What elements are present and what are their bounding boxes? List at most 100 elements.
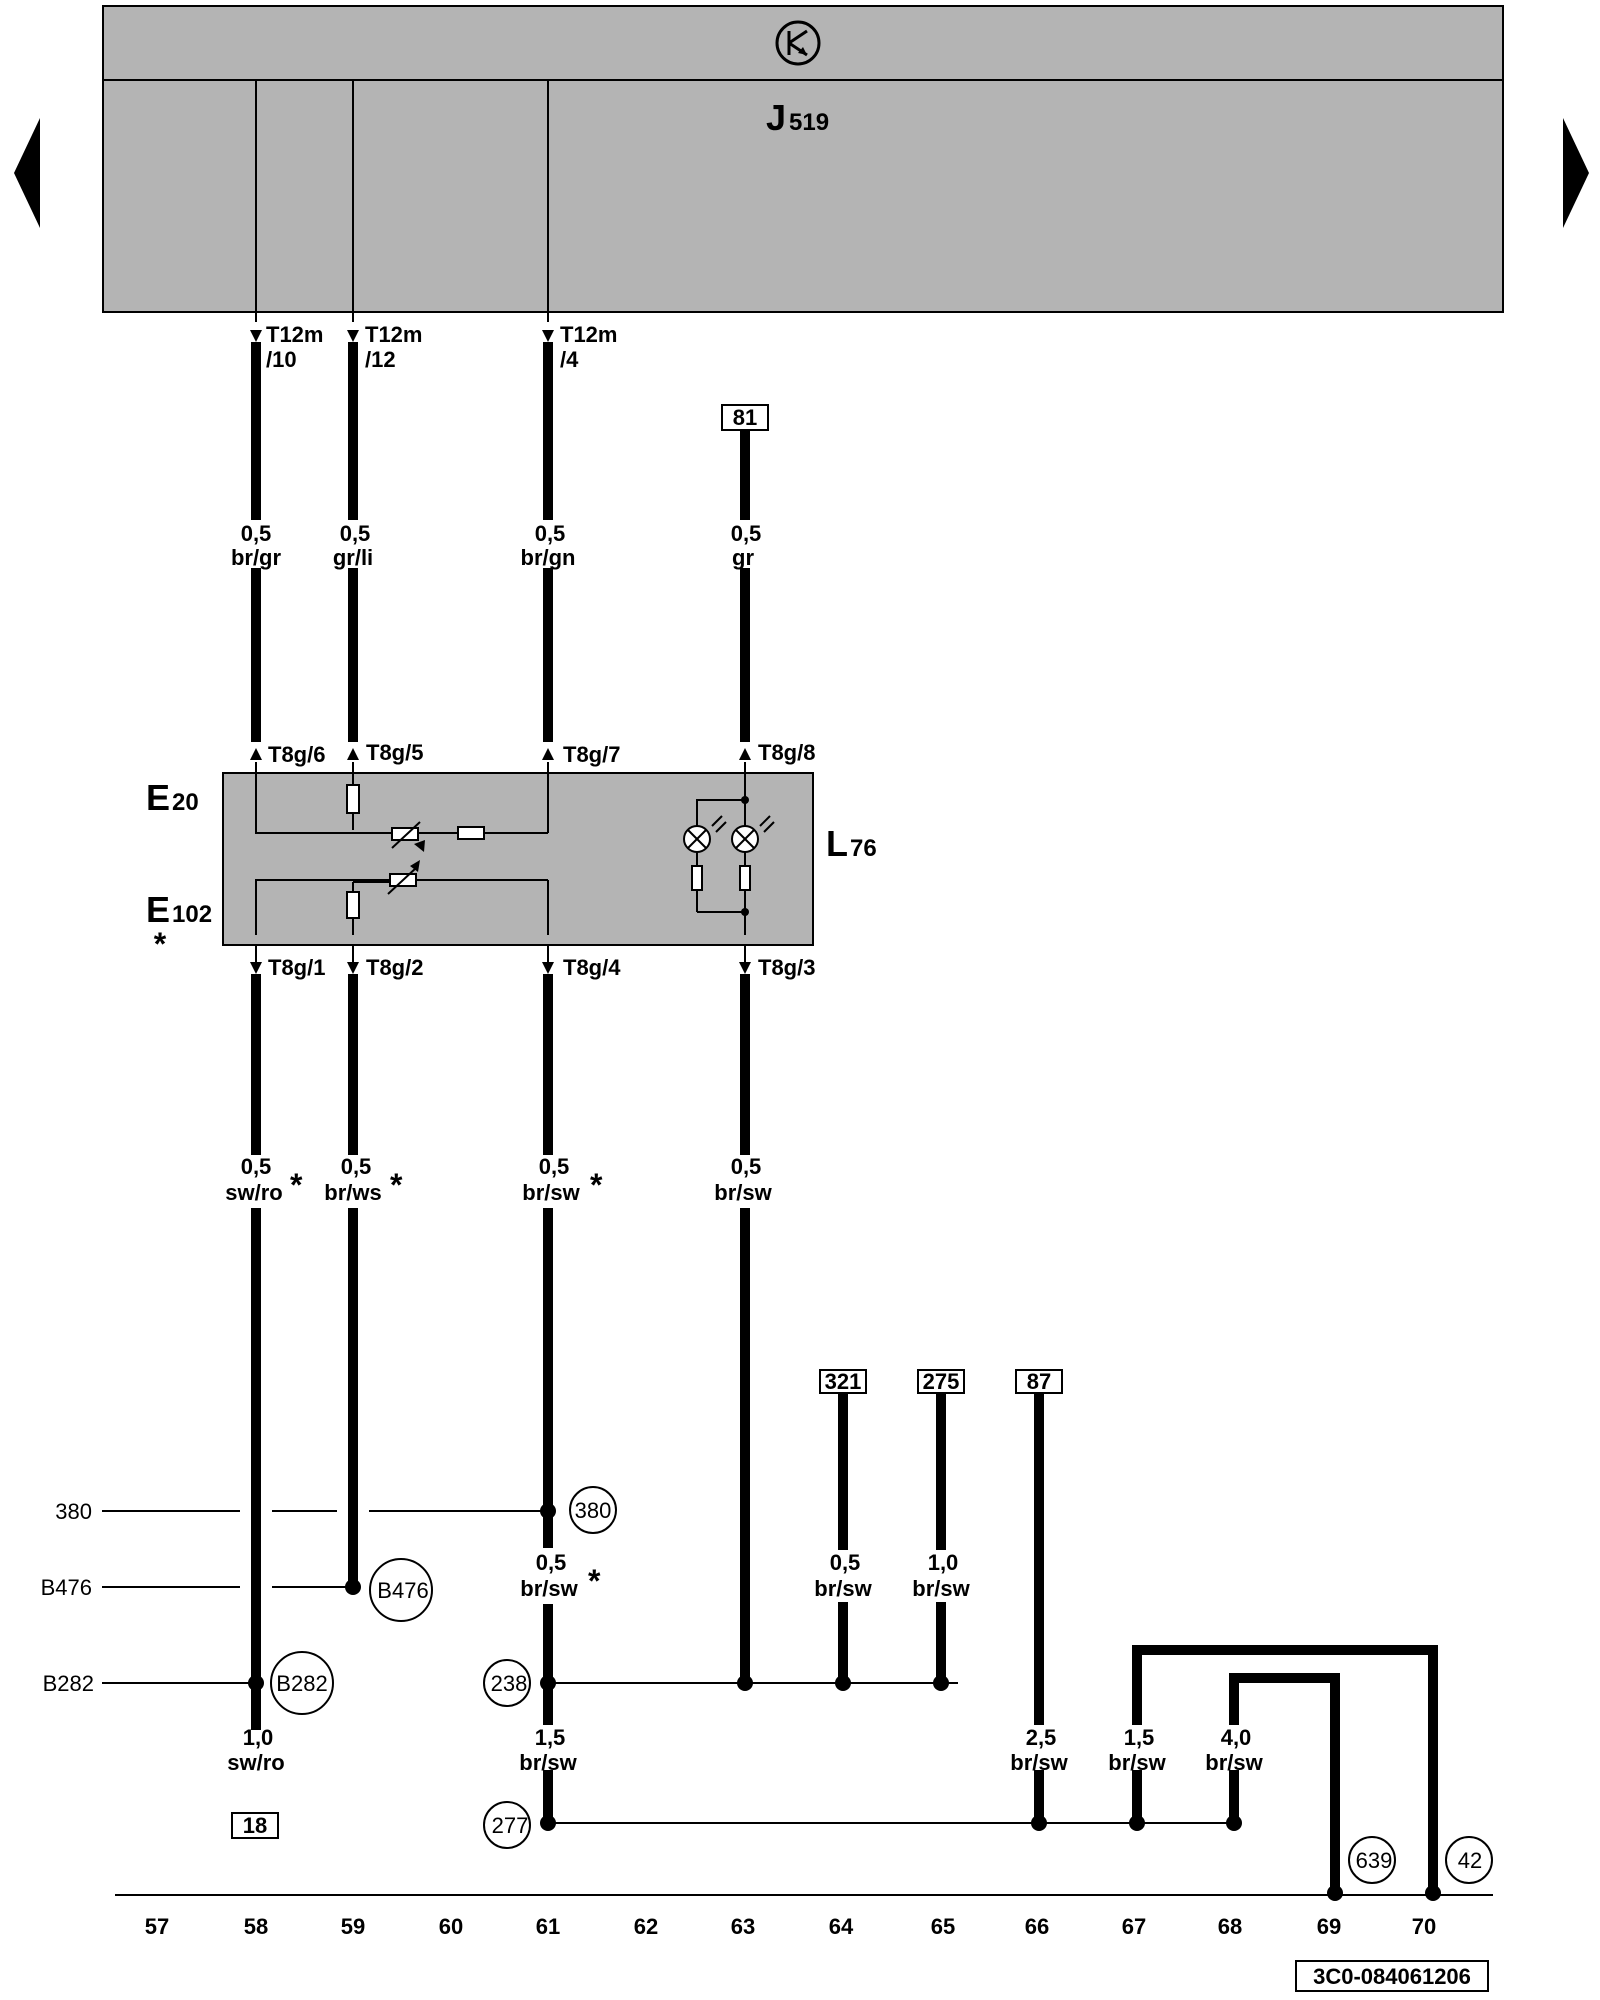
wire-mark: * xyxy=(290,1167,303,1203)
wire-size: 0,5 xyxy=(536,1550,567,1575)
wire-size: 2,5 xyxy=(1026,1725,1057,1750)
row-labels: 380 B476 B282 xyxy=(41,1499,94,1696)
wire-size: 1,5 xyxy=(1124,1725,1155,1750)
svg-text:B476: B476 xyxy=(377,1578,428,1603)
ref-box-18: 18 xyxy=(231,1812,279,1839)
triangle-right-icon[interactable] xyxy=(1563,118,1589,228)
pin-label: T12m xyxy=(365,322,422,347)
bulb-icon xyxy=(731,815,775,853)
upper-wires xyxy=(251,342,750,742)
wire-size: 4,0 xyxy=(1221,1725,1252,1750)
switch-bottom-arrows xyxy=(250,962,751,974)
potentiometer-icon xyxy=(387,860,420,895)
pin-label: T8g/8 xyxy=(758,740,815,765)
connection-circle-42[interactable]: 42 xyxy=(1445,1836,1493,1884)
pin-label: T8g/3 xyxy=(758,955,815,980)
pin-label: T8g/4 xyxy=(563,955,621,980)
wire-color: br/sw xyxy=(1205,1750,1263,1775)
connection-circle-277[interactable]: 277 xyxy=(483,1801,531,1849)
column-number: 65 xyxy=(931,1914,955,1939)
upper-wire-labels: 0,5 br/gr 0,5 gr/li 0,5 br/gn 0,5 gr xyxy=(231,521,761,570)
resistor-icon xyxy=(457,826,485,840)
column-number: 70 xyxy=(1412,1914,1436,1939)
component-l76-label: L76 xyxy=(826,823,877,864)
wire-color: gr/li xyxy=(333,545,373,570)
ref-box-275: 275 xyxy=(917,1369,965,1394)
wire-color: br/gn xyxy=(521,545,576,570)
switch-bottom-pins: T8g/1 T8g/2 T8g/4 T8g/3 xyxy=(268,955,815,980)
component-e102-mark: * xyxy=(154,926,167,962)
svg-text:380: 380 xyxy=(575,1498,612,1523)
wire-size: 1,0 xyxy=(243,1725,274,1750)
switch-bottom-leads xyxy=(255,945,746,964)
pin-label: T12m xyxy=(560,322,617,347)
ground-wire-labels: 0,5 br/sw * 0,5 br/sw 1,0 br/sw 1,0 sw/r… xyxy=(227,1550,1263,1775)
row-label: B282 xyxy=(43,1671,94,1696)
column-numbers: 57 58 59 60 61 62 63 64 65 66 67 68 69 7… xyxy=(145,1914,1436,1939)
wire-color: br/gr xyxy=(231,545,282,570)
pin-label: T12m xyxy=(266,322,323,347)
ref-box-321: 321 xyxy=(819,1369,867,1394)
svg-text:321: 321 xyxy=(825,1369,862,1394)
bulb-icon xyxy=(683,815,727,853)
column-number: 59 xyxy=(341,1914,365,1939)
wire-size: 0,5 xyxy=(731,1154,762,1179)
component-e102-label: E102 xyxy=(146,889,212,930)
pin-label: /12 xyxy=(365,347,396,372)
connection-circle-238[interactable]: 238 xyxy=(483,1659,531,1707)
component-e20-label: E20 xyxy=(146,777,199,818)
connection-circle-639[interactable]: 639 xyxy=(1348,1836,1396,1884)
lower-wires xyxy=(251,974,1438,1893)
junction-dots xyxy=(248,1503,1441,1901)
svg-text:87: 87 xyxy=(1027,1369,1051,1394)
wire-size: 0,5 xyxy=(539,1154,570,1179)
resistor-icon xyxy=(346,784,360,814)
wire-size: 1,0 xyxy=(928,1550,959,1575)
wire-color: br/ws xyxy=(324,1180,381,1205)
wire-size: 0,5 xyxy=(340,521,371,546)
svg-text:277: 277 xyxy=(492,1813,529,1838)
column-number: 66 xyxy=(1025,1914,1049,1939)
document-code: 3C0-084061206 xyxy=(1295,1960,1489,1992)
column-number: 69 xyxy=(1317,1914,1341,1939)
row-label: 380 xyxy=(55,1499,92,1524)
pin-label: T8g/2 xyxy=(366,955,423,980)
svg-text:639: 639 xyxy=(1356,1848,1393,1873)
resistor-icon xyxy=(691,865,703,891)
switch-top-pins: T8g/6 T8g/5 T8g/7 T8g/8 xyxy=(268,740,815,767)
pin-label: T8g/6 xyxy=(268,742,325,767)
wire-mark: * xyxy=(390,1167,403,1203)
ref-box-81: 81 xyxy=(721,404,769,431)
connection-circle-b282[interactable]: B282 xyxy=(270,1651,334,1715)
pin-label: T8g/5 xyxy=(366,740,423,765)
pin-label: T8g/7 xyxy=(563,742,620,767)
lower-wire-labels: 0,5 sw/ro * 0,5 br/ws * 0,5 br/sw * 0,5 … xyxy=(225,1154,772,1205)
connection-circle-380[interactable]: 380 xyxy=(569,1486,617,1534)
pin-arrows-top xyxy=(250,330,554,342)
column-number: 67 xyxy=(1122,1914,1146,1939)
wire-size: 0,5 xyxy=(241,521,272,546)
wire-color: br/sw xyxy=(814,1576,872,1601)
column-number: 63 xyxy=(731,1914,755,1939)
wire-color: br/sw xyxy=(522,1180,580,1205)
pin-label: /10 xyxy=(266,347,297,372)
wire-color: br/sw xyxy=(714,1180,772,1205)
svg-text:18: 18 xyxy=(243,1813,267,1838)
wire-color: br/sw xyxy=(1108,1750,1166,1775)
triangle-left-icon[interactable] xyxy=(14,118,40,228)
column-number: 62 xyxy=(634,1914,658,1939)
column-number: 58 xyxy=(244,1914,268,1939)
wire-mark: * xyxy=(588,1563,601,1599)
wire-size: 0,5 xyxy=(830,1550,861,1575)
switch-e20-e102 xyxy=(222,762,814,946)
wire-mark: * xyxy=(590,1167,603,1203)
svg-text:42: 42 xyxy=(1458,1848,1482,1873)
potentiometer-icon xyxy=(391,821,425,852)
wire-color: br/sw xyxy=(519,1750,577,1775)
connection-circle-b476[interactable]: B476 xyxy=(369,1558,433,1622)
resistor-icon xyxy=(346,891,360,919)
svg-text:275: 275 xyxy=(923,1369,960,1394)
pin-label: T8g/1 xyxy=(268,955,325,980)
